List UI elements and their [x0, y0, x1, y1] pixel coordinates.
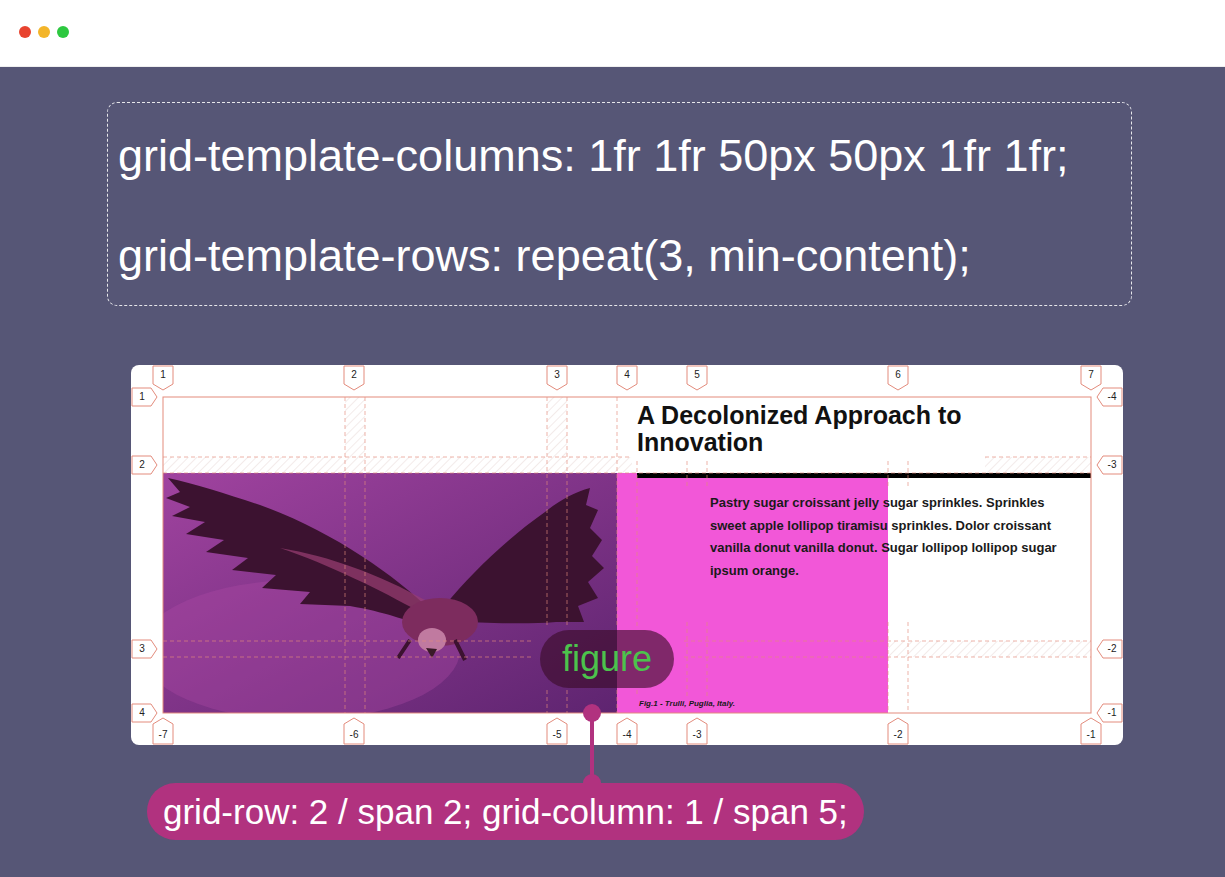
grid-line-number: -6 — [344, 727, 364, 743]
grid-gap-line — [684, 657, 1091, 658]
gap-hatch — [985, 457, 1091, 473]
grid-line-number: 7 — [1081, 367, 1101, 383]
grid-gap-line — [684, 641, 1091, 642]
css-code-line: grid-template-rows: repeat(3, min-conten… — [118, 229, 971, 283]
line-number-tag — [617, 718, 637, 744]
line-number-tag — [687, 718, 707, 744]
line-number-tag — [1081, 366, 1101, 390]
grid-line-number: 4 — [617, 367, 637, 383]
line-number-tag — [344, 718, 364, 744]
line-number-tag — [888, 366, 908, 390]
grid-gap-line — [567, 690, 568, 713]
grid-gap-line — [637, 461, 638, 628]
eagle-wing — [166, 478, 430, 628]
grid-line-number: -3 — [687, 727, 707, 743]
line-number-tag — [132, 388, 157, 406]
grid-gap-line — [707, 461, 708, 486]
callout-leader — [590, 713, 594, 783]
eagle-wing — [445, 488, 604, 623]
css-callout: grid-row: 2 / span 2; grid-column: 1 / s… — [147, 783, 864, 840]
grid-gap-line — [637, 690, 638, 696]
eagle-head — [418, 628, 446, 652]
grid-gap-line — [908, 622, 909, 713]
gap-hatch — [547, 397, 567, 457]
minimize-dot — [38, 26, 50, 38]
line-number-tag — [132, 704, 157, 722]
gap-hatch — [163, 457, 632, 473]
window-ground — [0, 67, 1225, 877]
grid-gap-line — [163, 457, 632, 458]
grid-panel — [131, 365, 1123, 745]
grid-gap-line — [617, 690, 618, 713]
grid-gap-line — [985, 457, 1091, 458]
line-badges — [132, 366, 1122, 744]
line-number-tag — [617, 366, 637, 390]
grid-line-number: -3 — [1102, 456, 1122, 474]
grid-gap-line — [687, 622, 688, 696]
grid-gap-line — [547, 690, 548, 713]
line-number-tag — [344, 366, 364, 390]
maximize-dot — [57, 26, 69, 38]
leader-dot — [583, 704, 601, 722]
grid-gap-line — [687, 461, 688, 486]
grid-gap-line — [345, 397, 346, 713]
grid-outline — [163, 397, 1091, 713]
grid-line-number: 1 — [153, 367, 173, 383]
grid-line-number: 6 — [888, 367, 908, 383]
grid-line-number: 3 — [132, 640, 152, 658]
gap-hatch — [345, 397, 365, 457]
element-tag: figure — [562, 630, 652, 688]
line-number-tag — [153, 366, 173, 390]
figure-caption: Fig.1 - Trulli, Puglia, Italy. — [639, 699, 735, 709]
article-body: Pastry sugar croissant jelly sugar sprin… — [710, 492, 1075, 582]
grid-line-number: -5 — [547, 727, 567, 743]
grid-line-number: -2 — [888, 727, 908, 743]
gap-hatch — [888, 641, 1091, 657]
css-code-line: grid-template-columns: 1fr 1fr 50px 50px… — [118, 129, 1068, 183]
grid-line-number: -2 — [1102, 640, 1122, 658]
line-number-tag — [547, 718, 567, 744]
grid-gap-line — [707, 622, 708, 696]
line-number-tag — [1097, 388, 1122, 406]
grid-gap-line — [567, 397, 568, 628]
line-number-tag — [1097, 640, 1122, 658]
grid-line-number: 2 — [344, 367, 364, 383]
grid-line-number: -1 — [1081, 727, 1101, 743]
grid-line-number: 3 — [547, 367, 567, 383]
line-number-tag — [1097, 704, 1122, 722]
line-number-tag — [888, 718, 908, 744]
grid-gap-line — [163, 473, 1091, 474]
line-number-tag — [132, 640, 157, 658]
grid-gap-line — [617, 397, 618, 628]
line-number-tag — [132, 456, 157, 474]
grid-gap-line — [163, 657, 534, 658]
grid-line-number: 2 — [132, 456, 152, 474]
grid-gap-line — [547, 397, 548, 628]
figure-pill: figure — [540, 630, 674, 688]
grid-line-number: 1 — [132, 388, 152, 406]
grid-line-number: 5 — [687, 367, 707, 383]
line-number-tag — [687, 366, 707, 390]
grid-line-number: 4 — [132, 704, 152, 722]
article-heading: A Decolonized Approach to Innovation — [637, 402, 1037, 456]
wing-highlight — [280, 548, 425, 612]
heading-rule — [637, 473, 1091, 478]
line-number-tag — [153, 718, 173, 744]
grid-line-number: -4 — [617, 727, 637, 743]
line-number-tag — [1081, 718, 1101, 744]
window-bar — [0, 0, 1225, 67]
close-dot — [19, 26, 31, 38]
grid-line-number: -4 — [1102, 388, 1122, 406]
grid-line-number: -1 — [1102, 704, 1122, 722]
line-number-tag — [1097, 456, 1122, 474]
line-number-tag — [547, 366, 567, 390]
grid-lines — [163, 397, 1091, 713]
grid-gap-line — [365, 397, 366, 713]
grid-gap-line — [163, 641, 534, 642]
grid-gap-line — [888, 622, 889, 713]
code-box: grid-template-columns: 1fr 1fr 50px 50px… — [107, 102, 1132, 306]
grid-line-number: -7 — [153, 727, 173, 743]
css-rule: grid-row: 2 / span 2; grid-column: 1 / s… — [163, 783, 848, 840]
